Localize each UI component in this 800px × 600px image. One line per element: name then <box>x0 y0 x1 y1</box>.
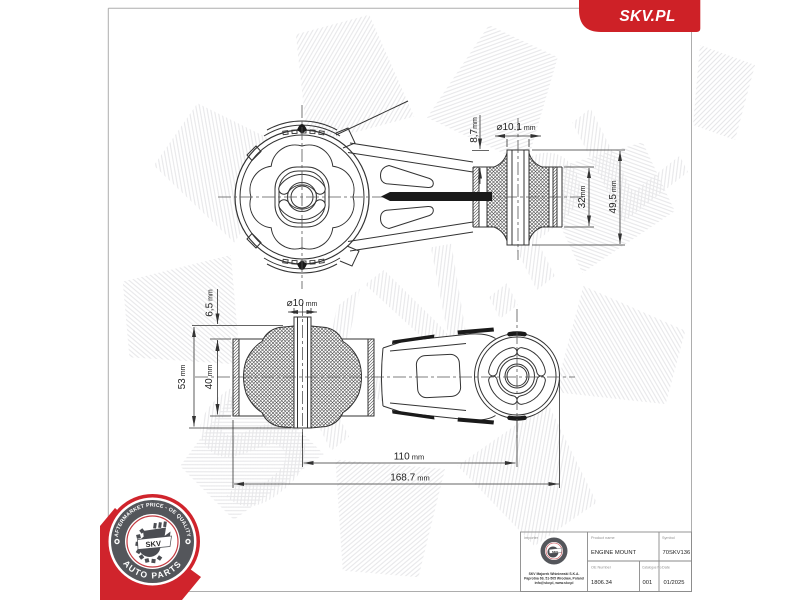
svg-text:168.7 mm: 168.7 mm <box>390 473 430 484</box>
svg-text:Symbol: Symbol <box>662 536 675 540</box>
svg-text:01/2025: 01/2025 <box>664 580 685 586</box>
svg-text:Paprotna 69, 51-505 Wrocław, P: Paprotna 69, 51-505 Wrocław, Poland <box>524 577 584 581</box>
svg-text:Product name: Product name <box>591 536 615 540</box>
svg-text:SKV: SKV <box>552 550 558 554</box>
svg-text:70SKV136: 70SKV136 <box>663 550 691 556</box>
svg-text:SKV: SKV <box>145 539 161 549</box>
svg-text:SKV Majorek Wiśniewski S.K.A.: SKV Majorek Wiśniewski S.K.A. <box>529 572 580 576</box>
svg-text:⌀10 mm: ⌀10 mm <box>287 298 318 309</box>
svg-text:Catalogue No: Catalogue No <box>642 566 662 570</box>
svg-text:info@skv.pl, www.skv.pl: info@skv.pl, www.skv.pl <box>535 581 574 585</box>
svg-text:001: 001 <box>643 580 653 586</box>
svg-text:110 mm: 110 mm <box>394 452 425 463</box>
svg-text:32mm: 32mm <box>577 185 588 208</box>
svg-text:⌀10.1 mm: ⌀10.1 mm <box>496 122 535 133</box>
svg-text:Date: Date <box>662 566 670 570</box>
svg-text:Importer: Importer <box>524 536 539 540</box>
svg-text:OE Number: OE Number <box>591 566 612 570</box>
svg-text:40 mm: 40 mm <box>204 364 215 389</box>
svg-text:6,5 mm: 6,5 mm <box>205 289 216 317</box>
svg-text:8,7mm: 8,7mm <box>469 117 480 143</box>
svg-text:49,5 mm: 49,5 mm <box>608 180 619 213</box>
svg-text:53 mm: 53 mm <box>177 364 188 389</box>
svg-text:1806.34: 1806.34 <box>591 580 613 586</box>
svg-text:SKV.PL: SKV.PL <box>619 8 675 25</box>
svg-text:ENGINE MOUNT: ENGINE MOUNT <box>591 550 637 556</box>
